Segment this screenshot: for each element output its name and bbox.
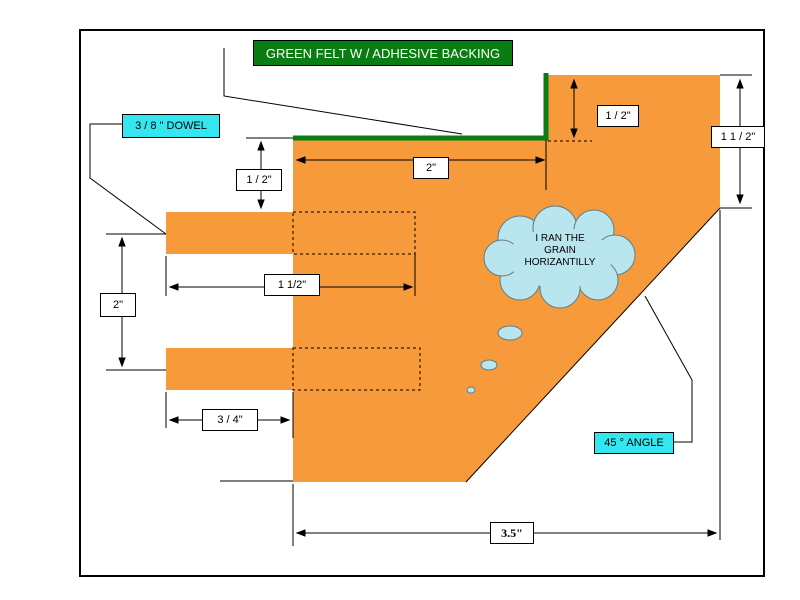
dim-three-quarter-label: 3 / 4" [202,409,258,431]
dim-width-label: 3.5" [490,522,534,544]
dim-two-top [295,140,547,190]
cloud-text-line3: HORIZANTILLY [524,257,596,268]
dim-half-left-label: 1 / 2" [236,169,282,191]
cloud-text-line2: GRAIN [544,245,576,256]
felt-leader [223,48,463,135]
dowel-upper-hidden [292,211,416,255]
green-felt-strip [293,73,549,141]
dowel-upper [166,212,293,254]
dim-one-half-right-label: 1 1 / 2" [711,126,765,148]
dowel-lower [166,348,293,390]
dim-two-top-label: 2" [413,157,449,179]
frame-border [79,29,765,577]
cloud-text: I RAN THE GRAIN HORIZANTILLY [505,233,615,269]
dowel-leader [89,123,167,235]
dowel-label: 3 / 8 " DOWEL [122,114,220,138]
dim-half-left [257,140,265,210]
dim-half-right [548,78,592,142]
felt-label: GREEN FELT W / ADHESIVE BACKING [253,40,513,66]
angle-leader [644,295,693,443]
angle-label: 45 ° ANGLE [594,432,674,454]
dim-half-right-label: 1 / 2" [597,105,639,127]
angle-edge-line [465,207,721,483]
thought-cloud [466,205,636,394]
dim-dowel-gap-label: 2" [100,293,136,317]
dim-dowel-length-label: 1 1/2" [264,274,320,296]
cloud-text-line1: I RAN THE [535,233,585,244]
